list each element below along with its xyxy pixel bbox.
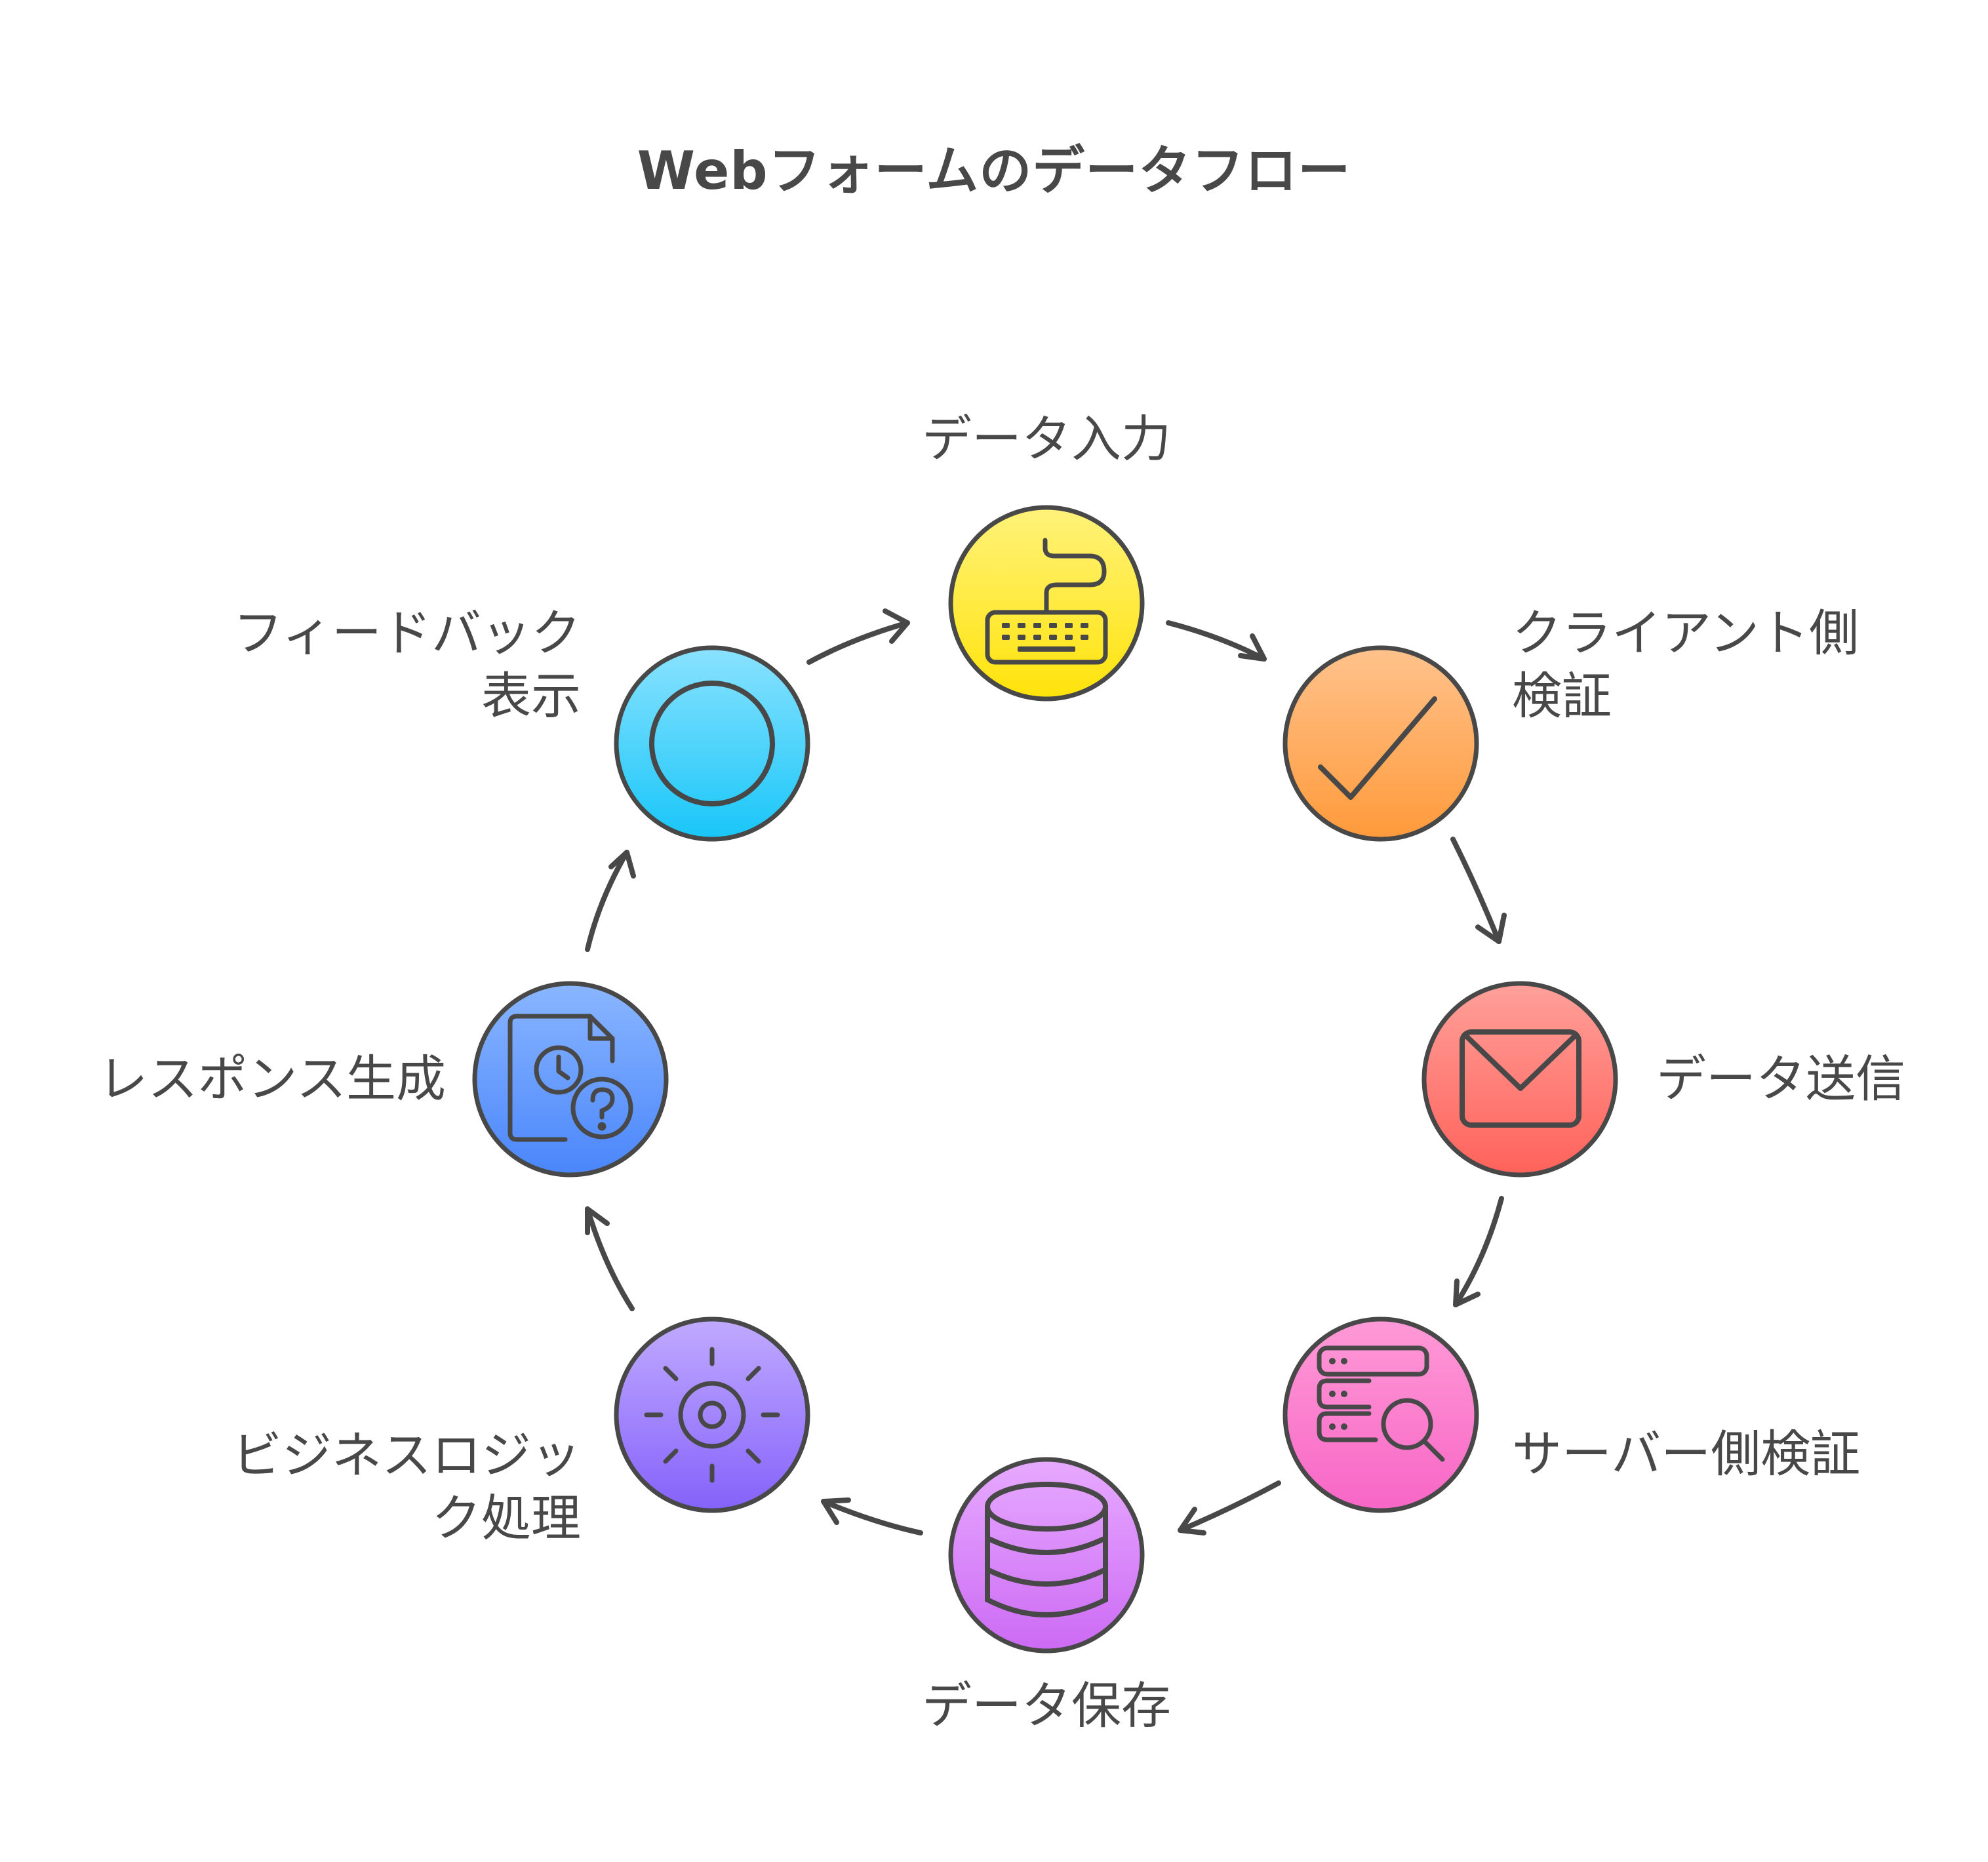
document-question-icon <box>507 1014 633 1142</box>
database-icon <box>985 1482 1108 1617</box>
node-client-validation <box>1282 645 1479 842</box>
node-business-logic <box>614 1317 810 1513</box>
arrow-server-to-store <box>1178 1480 1281 1535</box>
label-server-validation: サーバー側検証 <box>1512 1425 1861 1483</box>
keyboard-icon <box>985 538 1108 665</box>
checkmark-icon <box>1318 696 1437 800</box>
label-data-input: データ入力 <box>922 410 1171 468</box>
label-data-send: データ送信 <box>1656 1050 1905 1108</box>
label-feedback-display: フィードバック 表示 <box>233 604 581 725</box>
arrow-feedback-to-input <box>806 608 910 665</box>
diagram-title: Webフォームのデータフロー <box>637 140 1351 201</box>
arrow-logic-to-response <box>585 1206 635 1311</box>
arrow-store-to-logic <box>821 1497 923 1535</box>
arrow-send-to-server <box>1453 1196 1504 1307</box>
node-server-validation <box>1282 1317 1479 1513</box>
server-search-icon <box>1317 1345 1445 1462</box>
label-client-validation: クライアント側 検証 <box>1512 604 1859 725</box>
arrow-response-to-feedback <box>585 850 636 952</box>
node-response-generation <box>472 981 669 1178</box>
label-response-generation: レスポンス生成 <box>98 1050 446 1108</box>
node-data-store <box>948 1457 1145 1654</box>
envelope-icon <box>1460 1029 1581 1128</box>
gear-icon <box>644 1347 780 1483</box>
arrow-client-to-send <box>1450 837 1507 944</box>
label-business-logic: ビジネスロジッ ク処理 <box>232 1426 581 1547</box>
arrow-input-to-client <box>1166 620 1267 662</box>
node-data-input <box>948 505 1145 702</box>
node-data-send <box>1421 981 1618 1178</box>
label-data-store: データ保存 <box>922 1676 1171 1735</box>
circle-icon <box>649 681 775 806</box>
node-feedback-display <box>614 645 810 842</box>
